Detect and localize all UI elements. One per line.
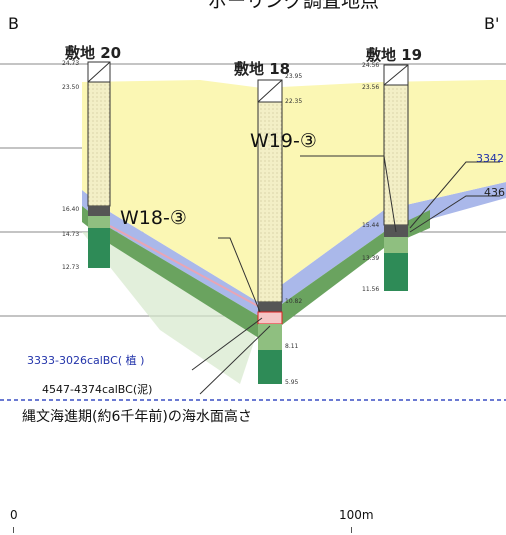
- dating-label-plant: 3333-3026calBC( 植 ): [27, 354, 145, 367]
- site-20-label: 敷地 20: [65, 44, 122, 62]
- elevation-label: 14.73: [62, 231, 80, 238]
- dating-label-mud: 4547-4374calBC(泥): [42, 383, 153, 396]
- core-18: [257, 79, 283, 384]
- leader-lines: [191, 155, 500, 395]
- site-19-label: 敷地 19: [366, 46, 423, 64]
- scale-start-tick: [13, 527, 14, 533]
- elevation-label: 15.44: [362, 222, 380, 229]
- section-end-left: B: [8, 14, 19, 33]
- elevation-label: 13.39: [362, 255, 380, 262]
- elevation-label: 10.82: [285, 298, 303, 305]
- sea-level-label: 縄文海進期(約6千年前)の海水面高さ: [22, 409, 252, 425]
- right-edge-label-lower: 436: [484, 186, 505, 199]
- elevation-label: 23.95: [285, 73, 303, 80]
- scale-start-label: 0: [10, 508, 18, 522]
- core-19: [383, 64, 409, 291]
- elevation-label: 8.11: [285, 343, 299, 350]
- elevation-label: 23.50: [62, 84, 80, 91]
- elevation-label: 12.73: [62, 264, 80, 271]
- sample-label-w19: W19-③: [250, 130, 317, 152]
- elevation-label: 5.95: [285, 379, 299, 386]
- section-end-right: B': [484, 14, 500, 33]
- diagram-title: ボーリング調査地点: [208, 0, 380, 12]
- clay-layer-shade: [82, 232, 262, 384]
- scale-end-label: 100m: [339, 508, 374, 522]
- right-edge-label-upper: 3342: [476, 152, 504, 165]
- elevation-label: 22.35: [285, 98, 303, 105]
- sample-label-w18: W18-③: [120, 207, 187, 229]
- elevation-label: 24.73: [62, 60, 80, 67]
- elevation-label: 11.56: [362, 286, 380, 293]
- core-20: [87, 61, 111, 268]
- peat-line: [109, 225, 259, 307]
- scale-end-tick: [351, 527, 352, 533]
- elevation-label: 16.40: [62, 206, 80, 213]
- elevation-label: 23.56: [362, 84, 380, 91]
- elevation-label: 24.56: [362, 62, 380, 69]
- site-18-label: 敷地 18: [234, 60, 291, 78]
